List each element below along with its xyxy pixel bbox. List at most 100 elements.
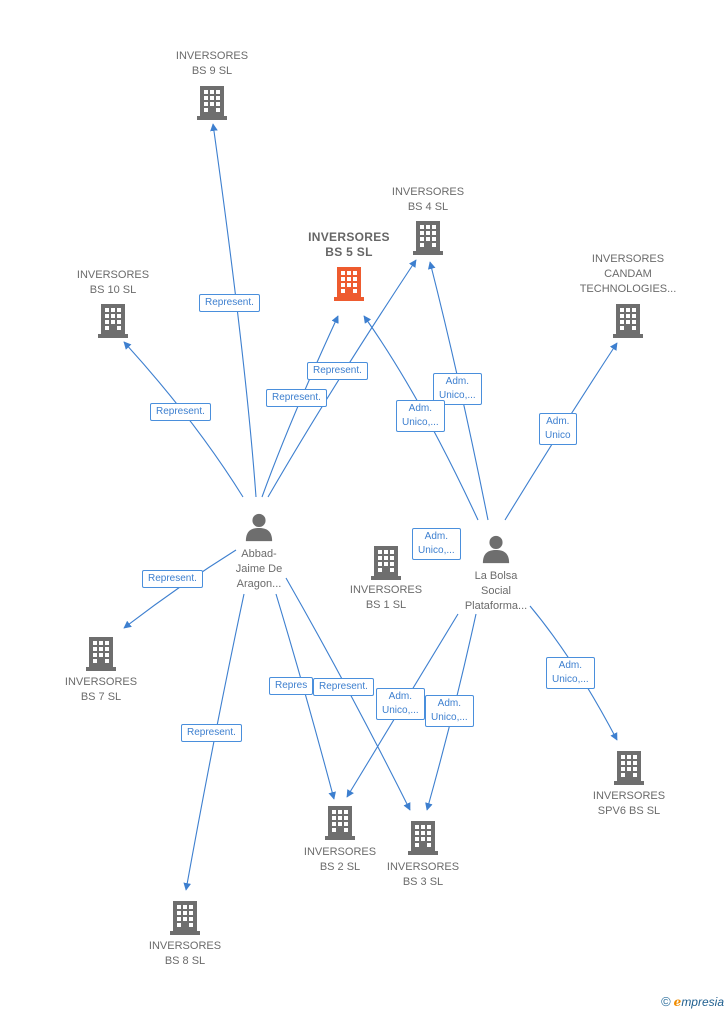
edge-label-line: Repres (275, 680, 308, 691)
edge-abbad-bs5 (261, 315, 339, 498)
edge-label-abbad-bs8[interactable]: Represent. (181, 724, 242, 742)
node-label-line: BS 8 SL (164, 955, 206, 967)
node-label-bs4[interactable]: INVERSORES BS 4 SL (392, 185, 464, 215)
edge-label-line: Adm. (424, 531, 449, 542)
node-label-bs3[interactable]: INVERSORES BS 3 SL (387, 860, 459, 890)
node-label-line: INVERSORES (175, 50, 249, 62)
edge-label-line: Adm. (408, 403, 433, 414)
edge-label-line: Unico,... (418, 545, 455, 556)
node-label-line: BS 9 SL (191, 65, 233, 77)
node-label-line: INVERSORES (148, 940, 222, 952)
node-label-line: BS 1 SL (365, 599, 407, 611)
node-label-line: INVERSORES (591, 253, 665, 265)
person-icon-abbad[interactable] (245, 513, 273, 542)
node-label-abbad[interactable]: Abbad- Jaime De Aragon... (236, 547, 282, 592)
node-label-line: INVERSORES (64, 676, 138, 688)
edge-label-abbad-bs7[interactable]: Represent. (142, 570, 203, 588)
node-label-bs9[interactable]: INVERSORES BS 9 SL (176, 49, 248, 79)
edge-label-line: Unico,... (552, 674, 589, 685)
edge-label-bolsa-bs2[interactable]: Adm.Unico,... (376, 688, 425, 720)
node-label-line: BS 7 SL (80, 691, 122, 703)
node-label-line: BS 4 SL (407, 201, 449, 213)
brand-logo-initial: e (673, 995, 682, 1009)
edge-abbad-bs7 (123, 549, 237, 629)
brand-logo-text: mpresia (681, 995, 724, 1009)
building-icon-bs2[interactable] (325, 806, 355, 840)
brand-watermark: ©empresia (661, 994, 724, 1009)
edge-label-line: Unico (545, 430, 571, 441)
node-label-line: INVERSORES (308, 230, 390, 244)
node-label-bs2[interactable]: INVERSORES BS 2 SL (304, 845, 376, 875)
node-label-line: INVERSORES (349, 584, 423, 596)
edge-abbad-bs8 (183, 593, 245, 891)
edge-label-line: Represent. (187, 727, 236, 738)
icons-layer (86, 86, 644, 935)
building-icon-bs7[interactable] (86, 637, 116, 671)
node-label-line: Social (481, 585, 511, 597)
edge-label-line: Adm. (558, 660, 583, 671)
node-label-line: La Bolsa (474, 570, 518, 582)
edge-label-line: Adm. (437, 698, 462, 709)
person-icon-bolsa[interactable] (482, 535, 510, 564)
edge-label-line: Represent. (319, 681, 368, 692)
node-label-line: Jaime De (235, 563, 283, 575)
edge-label-bolsa-bs1[interactable]: Adm. Unico,... (412, 528, 461, 560)
node-label-line: INVERSORES (391, 186, 465, 198)
node-label-bs8[interactable]: INVERSORES BS 8 SL (149, 939, 221, 969)
node-label-line: INVERSORES (386, 861, 460, 873)
edge-label-bolsa-bs4[interactable]: Adm. Unico,... (433, 373, 482, 405)
edge-label-line: Adm. (445, 376, 470, 387)
node-label-line: INVERSORES (592, 790, 666, 802)
building-icon-bs10[interactable] (98, 304, 128, 338)
edge-label-line: Unico,... (382, 705, 419, 716)
edge-label-abbad-bs5[interactable]: Represent. (307, 362, 368, 380)
edge-label-bolsa-bs3[interactable]: Adm. Unico,... (425, 695, 474, 727)
building-icon-spv6[interactable] (614, 751, 644, 785)
copyright-symbol: © (661, 994, 671, 1009)
building-icon-bs4[interactable] (413, 221, 443, 255)
edge-label-line: Represent. (156, 406, 205, 417)
edge-label-abbad-bs9[interactable]: Represent. (199, 294, 260, 312)
node-label-line: Aragon... (236, 578, 282, 590)
edge-label-bolsa-bs5[interactable]: Adm. Unico,... (396, 400, 445, 432)
node-label-bs7[interactable]: INVERSORES BS 7 SL (65, 675, 137, 705)
node-label-bs1[interactable]: INVERSORES BS 1 SL (350, 583, 422, 613)
node-label-line: BS 2 SL (319, 861, 361, 873)
building-icon-bs1[interactable] (371, 546, 401, 580)
edge-label-abbad-bs2[interactable]: Repres (269, 677, 314, 695)
edge-label-abbad-bs3[interactable]: Represent. (313, 678, 374, 696)
node-label-line: Abbad- (241, 548, 277, 560)
edge-label-line: Adm. (546, 416, 570, 427)
edge-label-line: Represent. (148, 573, 197, 584)
building-icon-bs9[interactable] (197, 86, 227, 120)
edge-label-abbad-bs4[interactable]: Represent. (266, 389, 327, 407)
building-icon-bs5[interactable] (334, 267, 364, 301)
node-label-line: BS 5 SL (325, 245, 373, 259)
edge-label-line: Unico,... (439, 390, 476, 401)
edge-abbad-bs4 (267, 259, 417, 498)
node-label-line: INVERSORES (76, 269, 150, 281)
edge-label-line: Unico,... (431, 712, 468, 723)
node-label-candam[interactable]: INVERSORES CANDAM TECHNOLOGIES... (580, 252, 677, 297)
edge-label-bolsa-candam[interactable]: Adm. Unico (539, 413, 577, 445)
node-label-line: INVERSORES (303, 846, 377, 858)
edge-abbad-bs9 (210, 123, 257, 498)
node-label-line: BS 3 SL (402, 876, 444, 888)
node-label-line: TECHNOLOGIES... (579, 283, 677, 295)
node-label-line: SPV6 BS SL (597, 805, 661, 817)
edge-label-line: Represent. (272, 392, 321, 403)
node-label-spv6[interactable]: INVERSORES SPV6 BS SL (593, 789, 665, 819)
edge-label-bolsa-spv6[interactable]: Adm. Unico,... (546, 657, 595, 689)
building-icon-candam[interactable] (613, 304, 643, 338)
edge-label-line: Unico,... (402, 417, 439, 428)
edge-label-line: Represent. (205, 297, 254, 308)
edge-label-line: Represent. (313, 365, 362, 376)
node-label-line: CANDAM (604, 268, 652, 280)
building-icon-bs3[interactable] (408, 821, 438, 855)
building-icon-bs8[interactable] (170, 901, 200, 935)
edge-label-abbad-bs10[interactable]: Represent. (150, 403, 211, 421)
edge-abbad-bs2 (275, 593, 336, 800)
